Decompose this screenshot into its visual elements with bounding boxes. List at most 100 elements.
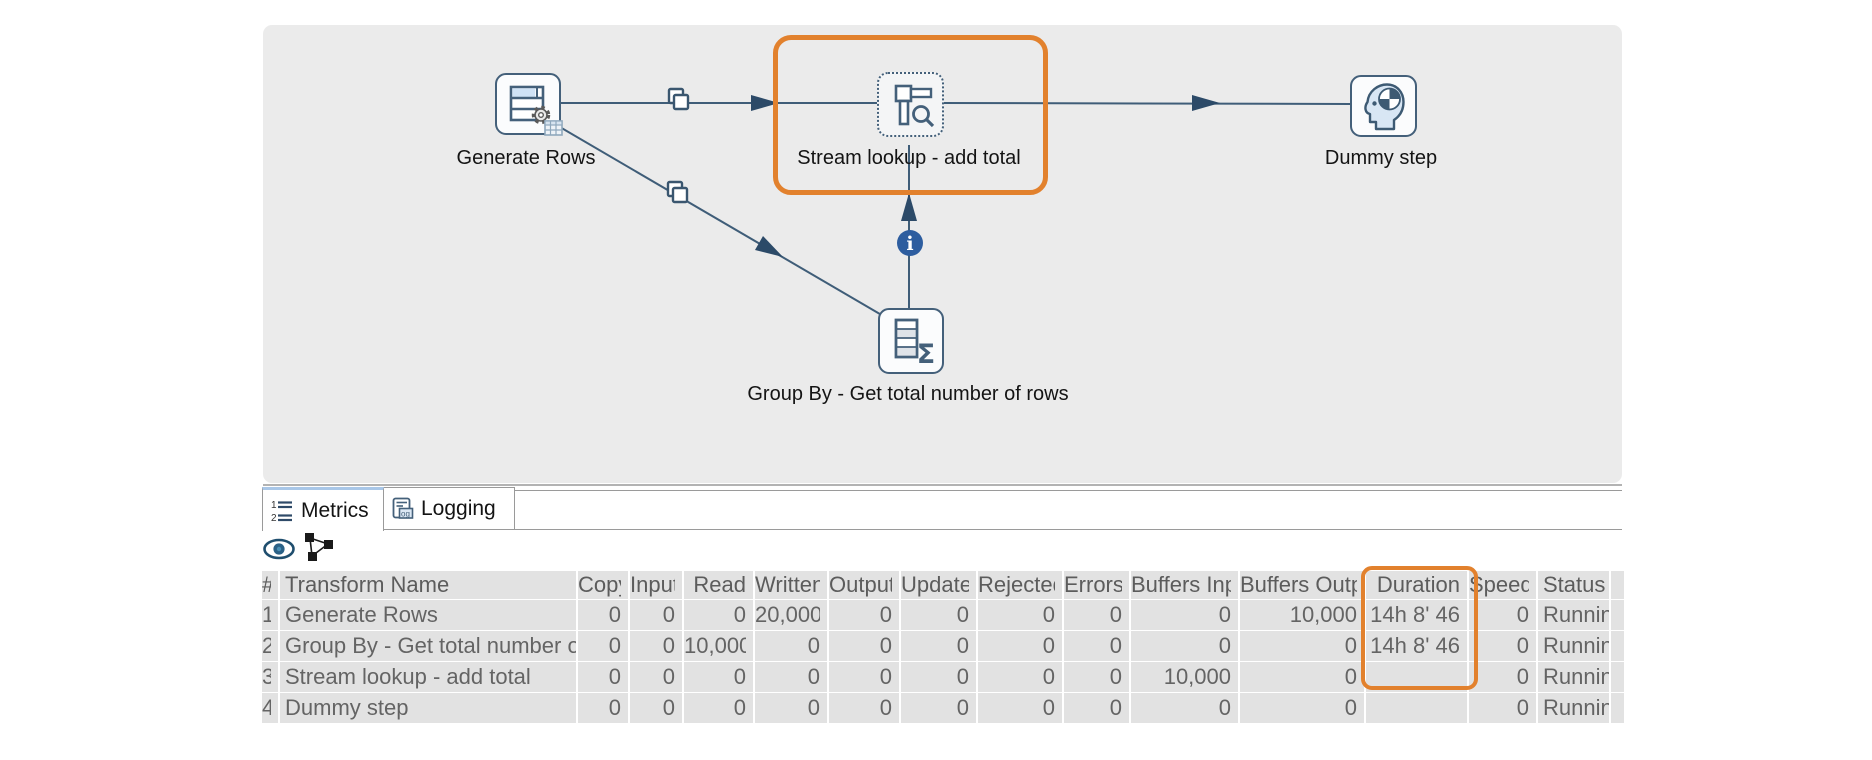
table-cell[interactable]: 0 [901,693,976,723]
table-cell[interactable]: 0 [901,631,976,661]
table-cell[interactable]: 2 [262,631,278,661]
table-cell[interactable]: 0 [1064,600,1129,630]
table-cell[interactable]: 20,000 [755,600,827,630]
table-cell[interactable]: 0 [1240,693,1364,723]
header-cell[interactable]: # [262,571,278,599]
cell-text: Buffers Output [1240,572,1357,597]
header-cell[interactable]: Errors [1064,571,1129,599]
svg-text:i: i [906,233,913,255]
table-cell[interactable]: 0 [1131,600,1238,630]
show-layout-button[interactable] [303,533,339,563]
table-cell[interactable]: 0 [978,693,1062,723]
header-cell[interactable]: Read [684,571,753,599]
filler-cell [1611,571,1624,599]
table-cell[interactable]: 14h 8' 46 [1366,600,1467,630]
tab-metrics[interactable]: 1 2 Metrics [262,487,384,531]
table-cell[interactable]: 0 [578,600,628,630]
cell-text: Transform Name [285,572,450,597]
table-cell[interactable]: 0 [755,693,827,723]
cell-text: 20,000 [755,602,820,627]
table-cell[interactable]: 4 [262,693,278,723]
table-cell[interactable]: 10,000 [1131,662,1238,692]
table-cell[interactable]: 0 [578,693,628,723]
show-hide-metrics-button[interactable] [262,536,300,562]
table-cell[interactable]: 0 [684,662,753,692]
table-cell[interactable] [1366,693,1467,723]
table-cell[interactable]: 0 [630,600,682,630]
arrowhead-icon [751,95,779,111]
step-group-by[interactable]: Σ [878,308,944,374]
header-cell[interactable]: Buffers Input [1131,571,1238,599]
cell-text: 0 [1042,695,1055,720]
table-cell[interactable]: 0 [1469,662,1536,692]
table-cell[interactable]: Stream lookup - add total [280,662,576,692]
table-cell[interactable]: 0 [755,662,827,692]
table-cell[interactable]: 0 [578,662,628,692]
table-cell[interactable]: 0 [630,693,682,723]
header-cell[interactable]: Output [829,571,899,599]
cell-text: 0 [733,695,746,720]
table-cell[interactable]: 0 [978,600,1062,630]
header-cell[interactable]: Speed [1469,571,1536,599]
stream-lookup-icon [894,84,935,128]
table-cell[interactable]: Running [1538,693,1609,723]
header-cell[interactable]: Rejected [978,571,1062,599]
table-cell[interactable]: 0 [978,631,1062,661]
table-cell[interactable]: 0 [630,662,682,692]
header-cell[interactable]: Update [901,571,976,599]
table-cell[interactable]: Running [1538,600,1609,630]
table-cell[interactable]: 0 [901,662,976,692]
table-cell[interactable]: Running [1538,631,1609,661]
table-cell[interactable]: 0 [630,631,682,661]
table-cell[interactable]: Running [1538,662,1609,692]
table-cell[interactable]: 14h 8' 46 [1366,631,1467,661]
cell-text: 0 [956,602,969,627]
header-cell[interactable]: Input [630,571,682,599]
table-cell[interactable]: 0 [1064,693,1129,723]
header-cell[interactable]: Written [755,571,827,599]
table-cell[interactable]: 0 [1469,600,1536,630]
table-cell[interactable]: 0 [684,693,753,723]
table-cell[interactable]: 0 [829,662,899,692]
table-cell[interactable]: 0 [1064,631,1129,661]
table-cell[interactable]: 0 [1240,662,1364,692]
table-cell[interactable]: 0 [829,600,899,630]
table-cell[interactable]: 0 [1064,662,1129,692]
cell-text: 0 [608,633,621,658]
table-cell[interactable]: 0 [1131,631,1238,661]
header-cell[interactable]: Status [1538,571,1609,599]
table-cell[interactable]: 0 [1469,631,1536,661]
table-cell[interactable]: 0 [1469,693,1536,723]
transformation-canvas[interactable]: i Generate Rows [263,25,1622,483]
step-stream-lookup[interactable] [877,72,944,137]
table-cell[interactable]: Group By - Get total number of rows [280,631,576,661]
table-cell[interactable]: 0 [755,631,827,661]
step-dummy[interactable] [1350,75,1417,137]
table-cell[interactable]: 10,000 [1240,600,1364,630]
table-cell[interactable]: 0 [578,631,628,661]
header-cell[interactable]: Transform Name [280,571,576,599]
header-cell[interactable]: Copy [578,571,628,599]
table-cell[interactable]: Generate Rows [280,600,576,630]
table-cell[interactable]: 0 [901,600,976,630]
table-cell[interactable]: 0 [1131,693,1238,723]
table-cell[interactable]: 0 [829,693,899,723]
tab-logging[interactable]: og Logging [384,487,515,529]
cell-text: Update [901,572,969,597]
tabstrip-top-border [515,490,1622,491]
header-cell[interactable]: Buffers Output [1240,571,1364,599]
table-cell[interactable]: Dummy step [280,693,576,723]
table-cell[interactable]: 0 [978,662,1062,692]
table-cell[interactable]: 0 [1240,631,1364,661]
table-cell[interactable]: 3 [262,662,278,692]
header-cell[interactable]: Duration [1366,571,1467,599]
cell-text: Running [1543,664,1609,689]
table-cell[interactable]: 10,000 [684,631,753,661]
step-generate-rows[interactable] [495,73,563,136]
table-cell[interactable]: 0 [829,631,899,661]
table-cell[interactable]: 1 [262,600,278,630]
copy-rows-icon [667,87,690,111]
table-cell[interactable]: 0 [684,600,753,630]
cell-text: Running [1543,602,1609,627]
cell-text: # [262,571,271,599]
